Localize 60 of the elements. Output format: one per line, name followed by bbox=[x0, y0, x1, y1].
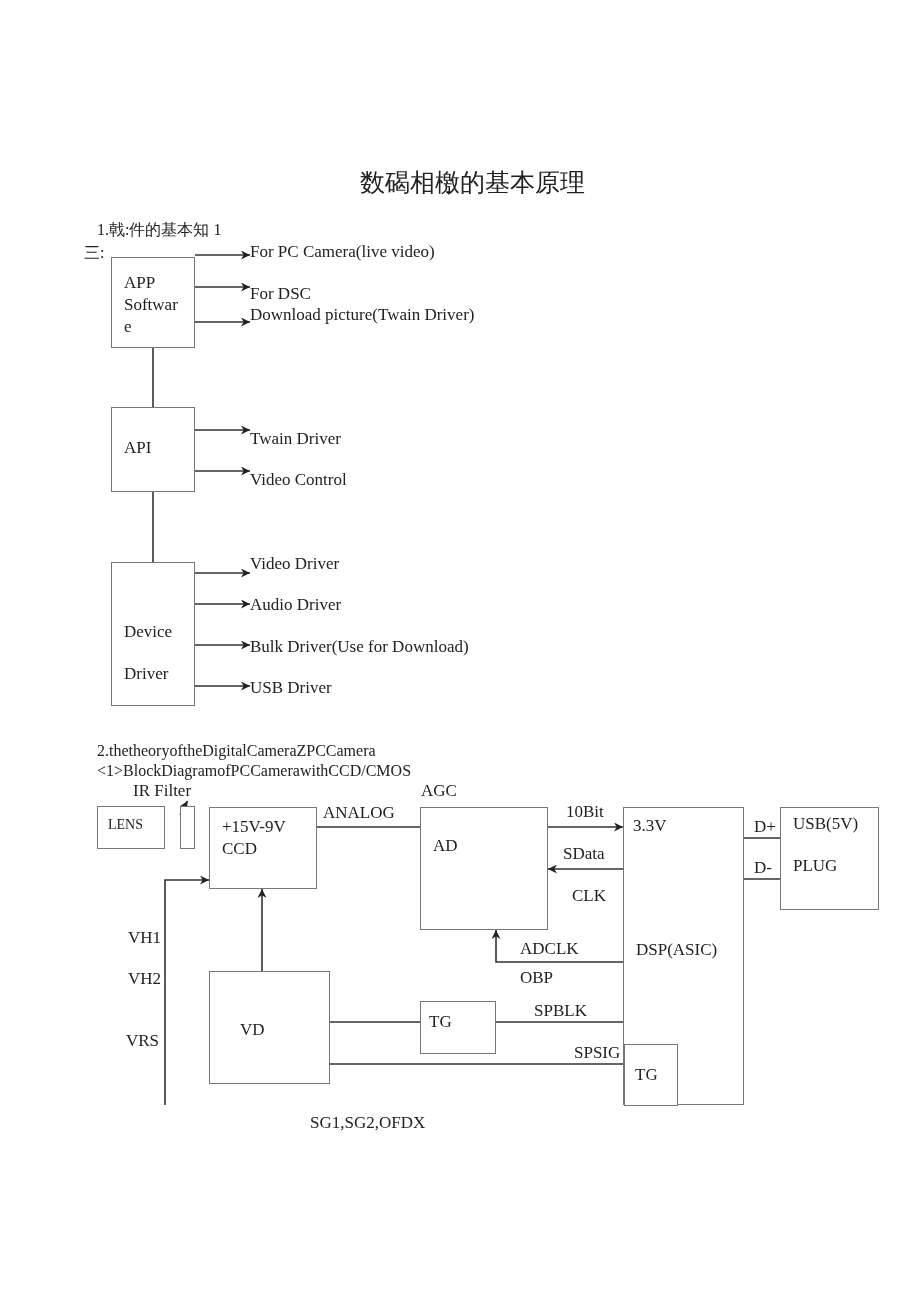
signal-label: VH1 bbox=[128, 928, 162, 948]
voltage-label: 3.3V bbox=[633, 816, 667, 836]
signal-label: CLK bbox=[572, 886, 606, 906]
plug-box bbox=[780, 807, 879, 910]
arrow bbox=[547, 864, 624, 874]
output-text: Twain Driver bbox=[250, 429, 360, 449]
connector-line bbox=[495, 1021, 624, 1023]
arrow bbox=[547, 822, 624, 832]
arrow bbox=[257, 888, 267, 972]
driver-box: Device Driver bbox=[111, 562, 195, 706]
arrow bbox=[194, 466, 251, 476]
connector-line bbox=[743, 837, 781, 839]
block-heading: AGC bbox=[421, 781, 457, 801]
connector-line bbox=[152, 491, 154, 563]
processor-box bbox=[623, 807, 744, 1105]
connector-line bbox=[316, 826, 421, 828]
output-text: For DSC bbox=[250, 284, 330, 304]
connector-line bbox=[743, 878, 781, 880]
signal-label: VH2 bbox=[128, 969, 162, 989]
arrow bbox=[194, 681, 251, 691]
output-text: USB Driver bbox=[250, 678, 360, 698]
signal-label: SG1,SG2,OFDX bbox=[310, 1113, 426, 1133]
timing-box: TG bbox=[420, 1001, 496, 1054]
lens-box: LENS bbox=[97, 806, 165, 849]
arrow bbox=[194, 317, 251, 327]
signal-label: OBP bbox=[520, 968, 554, 988]
converter-box: AD bbox=[420, 807, 548, 930]
software-box: APP Softwar e bbox=[111, 257, 195, 348]
driver-box: VD bbox=[209, 971, 330, 1084]
arrow bbox=[194, 250, 251, 260]
page-title: 数碣相檄的基本原理 bbox=[358, 168, 586, 198]
block-label: PLUG bbox=[793, 856, 838, 876]
sensor-box: +15V-9V CCD bbox=[209, 807, 317, 889]
output-text: Video Driver bbox=[250, 554, 360, 574]
section-heading: 1.戟:件的基本知 1 bbox=[97, 220, 222, 240]
section-heading: <1>BlockDiagramofPCCamerawithCCD/CMOS bbox=[97, 761, 412, 781]
timing-box: TG bbox=[624, 1044, 678, 1106]
output-text: Video Control bbox=[250, 470, 360, 490]
arrow bbox=[194, 640, 251, 650]
arrow bbox=[164, 875, 210, 1106]
arrow bbox=[194, 599, 251, 609]
interface-box: API bbox=[111, 407, 195, 492]
section-heading: 三: bbox=[84, 243, 105, 263]
arrow bbox=[194, 425, 251, 435]
output-text: For PC Camera(live video) bbox=[250, 242, 460, 262]
block-label: USB(5V) bbox=[793, 814, 859, 834]
section-heading: 2.thetheoryoftheDigitalCameraZPCCamera bbox=[97, 741, 376, 761]
connector-line bbox=[329, 1063, 624, 1065]
arrow bbox=[194, 568, 251, 578]
arrow bbox=[194, 282, 251, 292]
filter-box bbox=[180, 806, 195, 849]
output-text: Download picture(Twain Driver) bbox=[250, 305, 500, 325]
arrow bbox=[491, 929, 624, 963]
signal-label: VRS bbox=[126, 1031, 160, 1051]
output-text: Audio Driver bbox=[250, 595, 360, 615]
output-text: Bulk Driver(Use for Download) bbox=[250, 637, 490, 657]
part-label: IR Filter bbox=[133, 781, 199, 801]
connector-line bbox=[329, 1021, 421, 1023]
block-label: DSP(ASIC) bbox=[636, 940, 718, 960]
connector-line bbox=[152, 347, 154, 408]
